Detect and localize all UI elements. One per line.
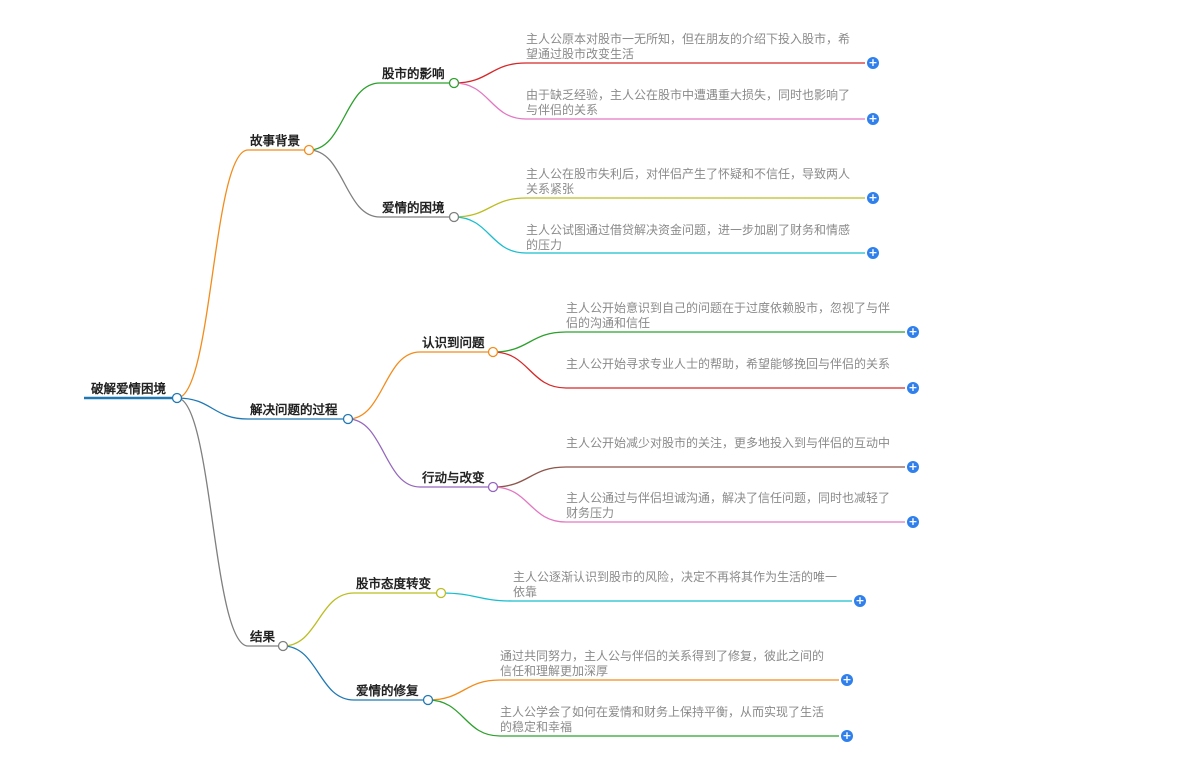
topic-node-dot: [422, 694, 434, 706]
plus-icon[interactable]: +: [841, 729, 853, 742]
topic-node-dot: [448, 77, 460, 89]
topic-connector: [282, 645, 355, 701]
plus-icon[interactable]: +: [907, 381, 919, 394]
topic-connector: [308, 82, 381, 151]
leaf-text: 主人公试图通过借贷解决资金问题，进一步加剧了财务和情感的压力: [526, 223, 851, 252]
topic-node: 爱情的困境: [382, 200, 445, 215]
leaf-text: 主人公学会了如何在爱情和财务上保持平衡，从而实现了生活的稳定和幸福: [500, 705, 825, 734]
topic-node: 爱情的修复: [356, 683, 419, 698]
topic-node: 认识到问题: [422, 335, 485, 350]
leaf-connector: [492, 466, 567, 488]
topic-node-dot: [435, 587, 447, 599]
leaf-connector: [453, 62, 527, 84]
plus-icon[interactable]: +: [867, 56, 879, 69]
topic-node: 股市态度转变: [356, 576, 432, 591]
leaf-connector: [427, 679, 501, 701]
leaf-text: 主人公开始减少对股市的关注，更多地投入到与伴侣的互动中: [566, 436, 891, 450]
leaf-connector: [492, 331, 567, 353]
topic-connector: [347, 418, 421, 488]
topic-connector: [347, 351, 421, 420]
leaf-connector: [453, 82, 527, 120]
topic-connector: [282, 592, 355, 647]
leaf-connector: [453, 216, 527, 254]
leaf-connector: [492, 486, 567, 523]
leaf-text: 由于缺乏经验，主人公在股市中遭遇重大损失，同时也影响了与伴侣的关系: [526, 88, 851, 117]
topic-node: 行动与改变: [422, 470, 485, 485]
plus-icon[interactable]: +: [867, 246, 879, 259]
plus-icon[interactable]: +: [867, 191, 879, 204]
topic-connector: [308, 149, 381, 218]
leaf-text: 通过共同努力，主人公与伴侣的关系得到了修复，彼此之间的信任和理解更加深厚: [500, 649, 825, 678]
leaf-text: 主人公通过与伴侣坦诚沟通，解决了信任问题，同时也减轻了财务压力: [566, 491, 891, 520]
leaf-connector: [440, 592, 514, 602]
branch-node: 结果: [250, 629, 276, 644]
plus-icon[interactable]: +: [867, 112, 879, 125]
root-node: 破解爱情困境: [91, 381, 167, 396]
leaf-text: 主人公原本对股市一无所知，但在朋友的介绍下投入股市，希望通过股市改变生活: [526, 32, 851, 61]
topic-node-dot: [448, 211, 460, 223]
branch-node-dot: [277, 640, 289, 652]
leaf-text: 主人公在股市失利后，对伴侣产生了怀疑和不信任，导致两人关系紧张: [526, 167, 851, 196]
branch-node-dot: [303, 144, 315, 156]
branch-node: 解决问题的过程: [250, 402, 338, 417]
root-node-dot: [171, 392, 183, 404]
topic-node-dot: [487, 346, 499, 358]
branch-connector: [176, 397, 249, 420]
branch-node: 故事背景: [250, 133, 301, 148]
topic-node: 股市的影响: [382, 66, 445, 81]
leaf-text: 主人公开始意识到自己的问题在于过度依赖股市，忽视了与伴侣的沟通和信任: [566, 301, 891, 330]
branch-node-dot: [342, 413, 354, 425]
leaf-text: 主人公开始寻求专业人士的帮助，希望能够挽回与伴侣的关系: [566, 357, 891, 371]
leaf-connector: [492, 351, 567, 389]
plus-icon[interactable]: +: [841, 673, 853, 686]
branch-connector: [176, 397, 249, 647]
plus-icon[interactable]: +: [907, 325, 919, 338]
topic-node-dot: [487, 481, 499, 493]
leaf-text: 主人公逐渐认识到股市的风险，决定不再将其作为生活的唯一依靠: [513, 570, 838, 599]
plus-icon[interactable]: +: [907, 460, 919, 473]
branch-connector: [176, 149, 249, 399]
leaf-connector: [453, 197, 527, 218]
leaf-connector: [427, 699, 501, 737]
plus-icon[interactable]: +: [854, 594, 866, 607]
plus-icon[interactable]: +: [907, 515, 919, 528]
